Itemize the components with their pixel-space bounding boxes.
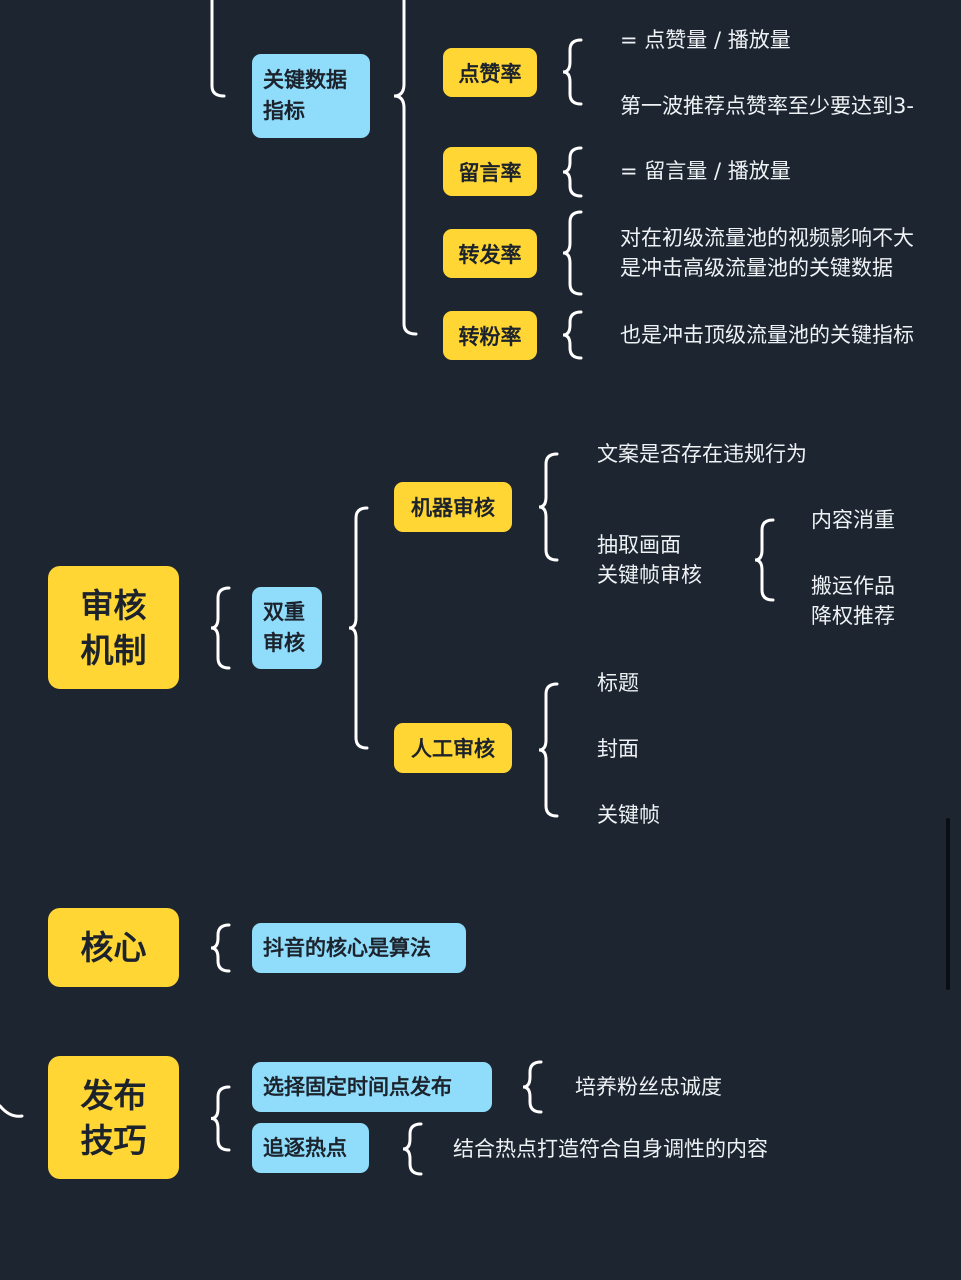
connector-metrics-brace <box>393 0 418 336</box>
connector-keyframe-brace <box>754 518 775 602</box>
manual-item-title: 标题 <box>597 671 639 695</box>
manual-item-keyframe: 关键帧 <box>597 803 660 827</box>
machine-item-copy-violation: 文案是否存在违规行为 <box>597 442 807 466</box>
connector-core-brace <box>210 923 231 973</box>
note-trending: 结合热点打造符合自身调性的内容 <box>453 1137 768 1161</box>
connector-trending-brace <box>402 1122 423 1176</box>
group-node-trending[interactable]: 追逐热点 <box>252 1123 369 1173</box>
connector-left-edge-partial <box>0 1104 24 1118</box>
pill-share-rate[interactable]: 转发率 <box>443 229 537 278</box>
connector-comment-rate-brace <box>562 146 583 198</box>
connector-machine-review-brace <box>538 452 559 562</box>
group-node-core-algorithm[interactable]: 抖音的核心是算法 <box>252 923 466 973</box>
pill-machine-review[interactable]: 机器审核 <box>394 482 512 532</box>
connector-dual-review-brace <box>348 506 369 750</box>
root-node-core[interactable]: 核心 <box>48 908 179 987</box>
connector-manual-review-brace <box>538 682 559 818</box>
note-like-rate-formula: = 点赞量 / 播放量 <box>620 28 791 52</box>
note-like-rate-threshold: 第一波推荐点赞率至少要达到3- <box>620 94 914 118</box>
connector-review-root-brace <box>210 586 231 670</box>
pill-like-rate[interactable]: 点赞率 <box>443 48 537 97</box>
pill-comment-rate[interactable]: 留言率 <box>443 147 537 196</box>
scrollbar-thumb[interactable] <box>946 818 950 990</box>
note-fixed-time: 培养粉丝忠诚度 <box>575 1075 722 1099</box>
connector-top-left-partial <box>210 0 226 98</box>
machine-subitem-dedup: 内容消重 <box>811 508 895 532</box>
group-node-key-metrics[interactable]: 关键数据 指标 <box>252 54 370 138</box>
manual-item-cover: 封面 <box>597 737 639 761</box>
group-node-dual-review[interactable]: 双重 审核 <box>252 587 322 669</box>
connector-like-rate-brace <box>562 38 583 106</box>
root-node-publish[interactable]: 发布 技巧 <box>48 1056 179 1179</box>
pill-manual-review[interactable]: 人工审核 <box>394 723 512 773</box>
group-node-fixed-time[interactable]: 选择固定时间点发布 <box>252 1062 492 1112</box>
connector-share-rate-brace <box>562 210 583 296</box>
root-node-review[interactable]: 审核 机制 <box>48 566 179 689</box>
note-follow-rate: 也是冲击顶级流量池的关键指标 <box>620 323 914 347</box>
note-share-rate: 对在初级流量池的视频影响不大 是冲击高级流量池的关键数据 <box>620 226 914 280</box>
connector-fixed-time-brace <box>522 1060 543 1114</box>
connector-publish-brace <box>210 1085 231 1152</box>
pill-follow-rate[interactable]: 转粉率 <box>443 311 537 360</box>
machine-item-keyframe-review: 抽取画面 关键帧审核 <box>597 533 702 587</box>
connector-follow-rate-brace <box>562 310 583 360</box>
machine-subitem-downrank: 搬运作品 降权推荐 <box>811 574 895 628</box>
note-comment-rate-formula: = 留言量 / 播放量 <box>620 159 791 183</box>
